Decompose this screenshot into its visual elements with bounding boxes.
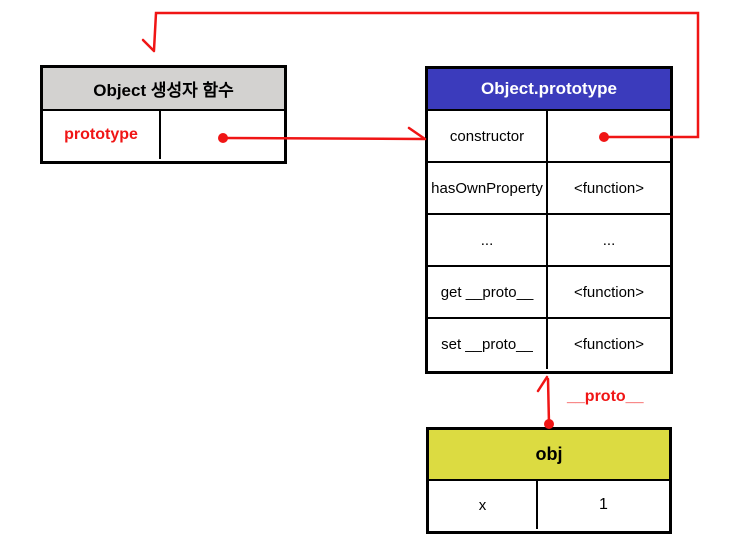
get-proto-value-cell: <function>	[573, 283, 645, 301]
x-value-cell: 1	[599, 496, 608, 513]
ellipsis-property-cell: ...	[428, 215, 548, 265]
prototype-value-cell	[161, 111, 284, 159]
table-row: hasOwnProperty <function>	[428, 163, 670, 215]
table-row: ... ...	[428, 215, 670, 267]
table-row: prototype	[43, 111, 284, 159]
proto-link-label: __proto__	[567, 388, 644, 405]
object-prototype-title: Object.prototype	[428, 69, 670, 111]
set-proto-value-cell: <function>	[573, 335, 645, 353]
table-row: set __proto__ <function>	[428, 319, 670, 369]
hasownproperty-value-cell: <function>	[573, 179, 645, 197]
set-proto-property-cell: set __proto__	[428, 319, 548, 369]
object-prototype-box: Object.prototype constructor hasOwnPrope…	[425, 66, 673, 374]
x-property-cell: x	[429, 481, 538, 529]
table-row: constructor	[428, 111, 670, 163]
hasownproperty-property-cell: hasOwnProperty	[428, 163, 548, 213]
table-row: get __proto__ <function>	[428, 267, 670, 319]
obj-box: obj x 1	[426, 427, 672, 534]
constructor-property-cell: constructor	[428, 111, 548, 161]
object-constructor-box: Object 생성자 함수 prototype	[40, 65, 287, 164]
ellipsis-value-cell: ...	[602, 231, 616, 249]
table-row: x 1	[429, 481, 669, 529]
obj-title: obj	[429, 430, 669, 481]
get-proto-property-cell: get __proto__	[428, 267, 548, 317]
constructor-value-cell	[548, 111, 670, 161]
prototype-property-cell: prototype	[43, 111, 161, 159]
object-constructor-title: Object 생성자 함수	[43, 68, 284, 111]
arrow-obj-to-object-prototype	[536, 375, 554, 429]
